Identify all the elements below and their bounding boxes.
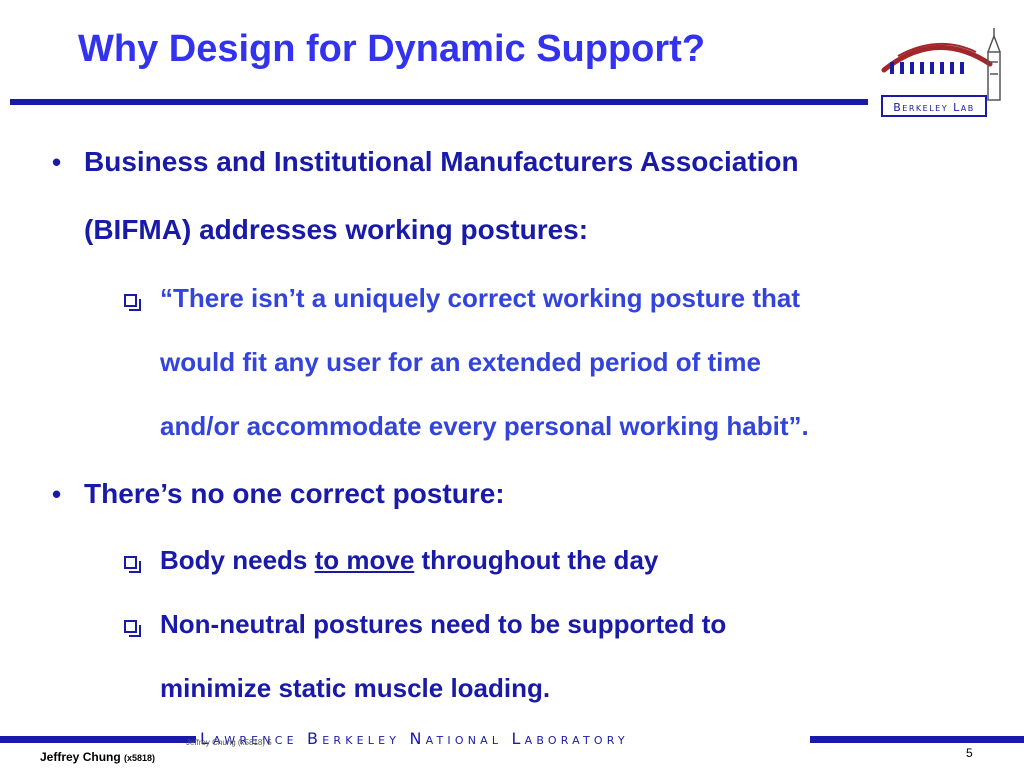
sub-bullet-quote: “There isn’t a uniquely correct working … <box>124 266 800 330</box>
author-name: Jeffrey Chung <box>40 750 121 764</box>
title-divider <box>10 99 868 105</box>
bullet-1-cont: (BIFMA) addresses working postures: <box>84 196 588 264</box>
bullet-2-line-1: There’s no one correct posture: <box>84 478 505 509</box>
footer-author: Jeffrey Chung (x5818) <box>40 750 155 764</box>
footer-ghost-text: Jeffrey Chung (x5818) 5 <box>186 738 272 747</box>
bullet-1-line-1: Business and Institutional Manufacturers… <box>84 146 799 177</box>
sub-bullet-quote-cont-2: and/or accommodate every personal workin… <box>160 394 809 458</box>
logo-text: Berkeley Lab <box>893 101 974 114</box>
postures-line-1: Non-neutral postures need to be supporte… <box>160 609 727 639</box>
checkbox-square-icon <box>124 556 160 574</box>
bullet-dot: • <box>52 479 62 509</box>
berkeley-lab-logo: Berkeley Lab <box>881 28 1001 117</box>
quote-line-3: and/or accommodate every personal workin… <box>160 411 809 441</box>
sub-bullet-quote-cont-1: would fit any user for an extended perio… <box>160 330 761 394</box>
sub-bullet-postures: Non-neutral postures need to be supporte… <box>124 592 726 656</box>
slide-title: Why Design for Dynamic Support? <box>78 28 706 70</box>
quote-line-2: would fit any user for an extended perio… <box>160 347 761 377</box>
bullet-dot: • <box>52 147 62 177</box>
move-pre: Body needs <box>160 545 315 575</box>
sub-bullet-move-text: Body needs to move throughout the day <box>160 528 658 592</box>
postures-line-2: minimize static muscle loading. <box>160 673 551 703</box>
author-extension: (x5818) <box>124 753 156 763</box>
quote-line-1: “There isn’t a uniquely correct working … <box>160 283 800 313</box>
checkbox-square-icon <box>124 294 160 312</box>
bullet-1: • Business and Institutional Manufacture… <box>52 128 799 196</box>
sub-bullet-postures-cont: minimize static muscle loading. <box>160 656 550 720</box>
footer-lab-band <box>196 728 810 750</box>
move-post: throughout the day <box>414 545 659 575</box>
bullet-2: • There’s no one correct posture: <box>52 460 505 528</box>
sub-bullet-move: Body needs to move throughout the day <box>124 528 658 592</box>
footer-lab-name: Lawrence Berkeley National Laboratory <box>200 729 629 748</box>
move-underlined: to move <box>314 545 415 575</box>
checkbox-square-icon <box>124 620 160 638</box>
page-number: 5 <box>966 746 973 760</box>
bullet-1-line-2: (BIFMA) addresses working postures: <box>84 214 589 245</box>
